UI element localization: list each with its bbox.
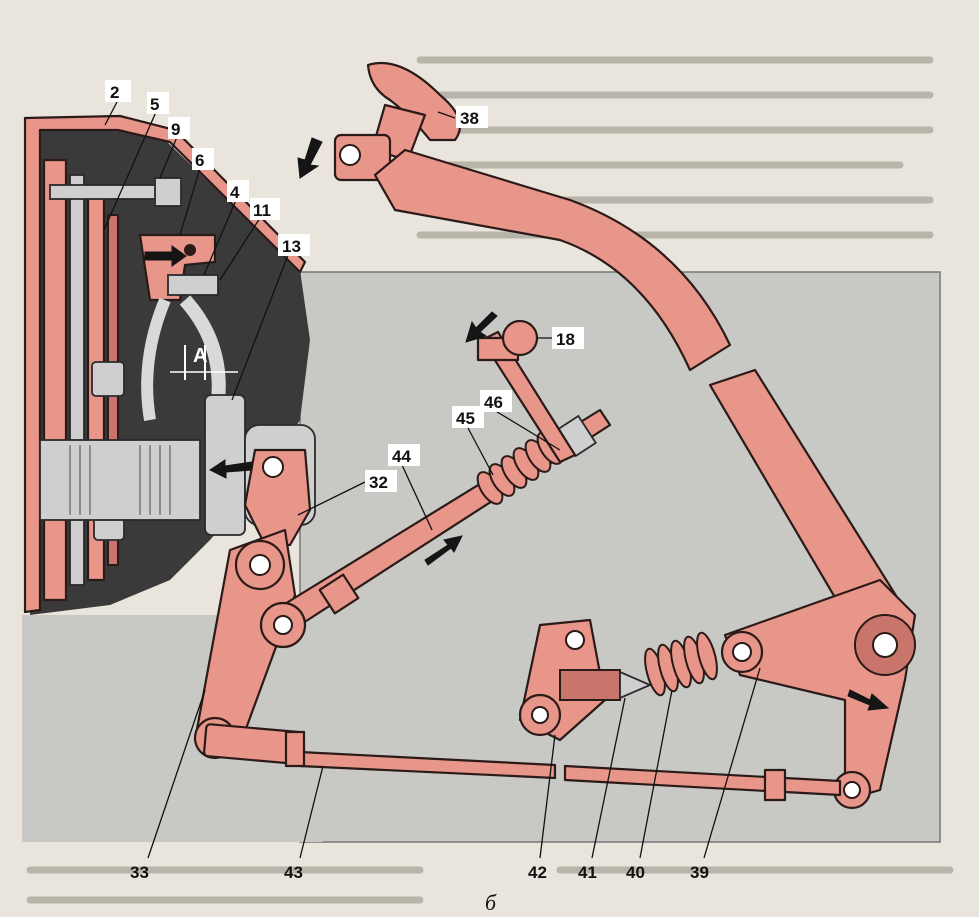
lever-top-bore <box>249 554 271 576</box>
arrow-crank <box>847 689 890 711</box>
arrow-lever-in <box>144 245 187 267</box>
pedal-lever-upper <box>373 148 732 372</box>
callout-42: 42 <box>528 863 547 882</box>
diaphragm-finger <box>141 297 171 421</box>
tie-rod-nut <box>763 768 787 802</box>
release-fork <box>243 448 312 547</box>
adjuster-barrel <box>559 669 621 701</box>
callout-40: 40 <box>626 863 645 882</box>
crank-eye-bore <box>732 642 752 662</box>
callout-box-11 <box>250 198 280 220</box>
callout-box-44 <box>388 444 420 466</box>
tie-rod-nut-left <box>284 730 306 768</box>
adjuster-bore <box>531 706 549 724</box>
crank-lower-bore <box>843 781 861 799</box>
adjuster-tip <box>619 670 653 700</box>
callout-43: 43 <box>284 863 303 882</box>
callout-18: 18 <box>556 330 575 349</box>
callout-2: 2 <box>110 83 119 102</box>
callout-44: 44 <box>392 447 411 466</box>
callout-box-5 <box>147 92 169 114</box>
callout-39: 39 <box>690 863 709 882</box>
fork-pin <box>262 456 284 478</box>
rod-end-bore <box>273 615 293 635</box>
input-shaft <box>39 439 201 521</box>
housing-bolt <box>49 184 171 200</box>
callout-box-45 <box>452 406 484 428</box>
callout-33: 33 <box>130 863 149 882</box>
background-panel-left <box>22 615 322 842</box>
clutch-disc <box>69 174 85 586</box>
callout-45: 45 <box>456 409 475 428</box>
rod-nut <box>318 573 360 615</box>
bolt-nut <box>154 177 182 207</box>
arrow-stop-down <box>465 311 498 343</box>
adjuster-spring <box>644 631 718 697</box>
callout-box-9 <box>168 117 190 139</box>
leader-lines <box>103 99 761 859</box>
callout-5: 5 <box>150 95 159 114</box>
callout-11: 11 <box>253 201 271 220</box>
flywheel-plate <box>42 158 68 602</box>
callout-box-46 <box>480 390 512 412</box>
arrow-bearing-left <box>209 459 253 479</box>
callout-9: 9 <box>171 120 180 139</box>
callout-13: 13 <box>282 237 301 256</box>
callout-box-38 <box>456 106 488 128</box>
release-lever <box>138 233 217 302</box>
shaft-splines <box>69 445 171 515</box>
lever-pivot <box>184 244 196 256</box>
crank-hub-bore <box>872 632 898 658</box>
rivet-block <box>91 361 125 397</box>
callout-46: 46 <box>484 393 503 412</box>
figure-caption: б <box>485 890 497 915</box>
arrow-pedal-down <box>297 137 323 179</box>
gap-label: A <box>193 345 207 367</box>
callout-box-13 <box>278 234 310 256</box>
callout-box-2 <box>105 80 131 102</box>
callout-32: 32 <box>369 473 388 492</box>
callout-6: 6 <box>195 151 204 170</box>
adjuster-top-bore <box>565 630 585 650</box>
arrow-rod-push <box>424 535 463 566</box>
callout-4: 4 <box>230 183 240 202</box>
callout-box-18 <box>552 327 584 349</box>
callout-box-6 <box>192 148 214 170</box>
callout-38: 38 <box>460 109 479 128</box>
motion-arrows <box>144 137 890 711</box>
spring-bracket <box>480 330 577 464</box>
stop-ball <box>501 319 539 357</box>
pedal-pivot <box>339 144 361 166</box>
callout-box-4 <box>227 180 249 202</box>
callout-41: 41 <box>578 863 597 882</box>
adjust-screw <box>167 274 219 296</box>
clutch-pedal-pad <box>366 61 462 142</box>
callout-box-32 <box>365 470 397 492</box>
callouts: 2 5 9 6 4 11 13 38 18 46 45 44 32 33 43 … <box>105 80 709 882</box>
clutch-housing-shell <box>23 114 307 614</box>
